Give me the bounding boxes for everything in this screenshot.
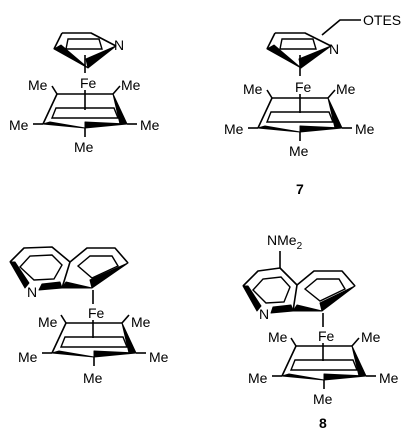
ring-fusion-bond — [292, 284, 298, 312]
iron-label: Fe — [295, 79, 312, 95]
compound-azaferrocene: N Fe Me Me Me Me Me — [9, 32, 160, 155]
six-ring-wedge-front — [270, 304, 294, 314]
methyl-label: Me — [121, 77, 141, 93]
iron-label: Fe — [318, 328, 335, 344]
methyl-bond — [351, 337, 360, 347]
methyl-label: Me — [131, 314, 151, 330]
ring-fusion-bond — [61, 261, 71, 289]
methyl-label: Me — [355, 121, 375, 137]
methyl-label: Me — [9, 117, 29, 133]
methyl-label: Me — [248, 370, 268, 386]
five-ring-wedge-left — [292, 304, 323, 312]
cp-wedge-front-left — [42, 121, 86, 129]
pyrrolyl-aromatic-circle — [65, 38, 103, 50]
methyl-label: Me — [18, 349, 38, 365]
methyl-bond — [266, 89, 273, 99]
methyl-label: Me — [361, 329, 381, 345]
cp-left-bond — [51, 322, 67, 354]
compound-number: 8 — [319, 415, 327, 431]
methyl-label: Me — [313, 391, 333, 407]
cp-left-bond — [42, 93, 58, 125]
five-ring-wedge-right — [89, 262, 129, 289]
nitrogen-label: N — [27, 284, 37, 300]
five-ring-aromatic-circle — [303, 278, 346, 302]
otes-label: OTES — [363, 12, 401, 28]
pyrrolyl-left-bond — [266, 32, 276, 50]
five-ring-aromatic-circle — [76, 255, 120, 279]
cp-wedge-front-right — [84, 121, 128, 129]
pyrrolyl-aromatic-circle — [279, 38, 317, 50]
dimethylamino-label: NMe2 — [267, 232, 303, 252]
methyl-bond — [60, 314, 67, 324]
methyl-label: Me — [140, 117, 160, 133]
five-ring-wedge-right — [319, 285, 356, 312]
methyl-label: Me — [149, 349, 169, 365]
pyrrolyl-wedge-left — [53, 44, 89, 69]
methyl-label: Me — [289, 143, 309, 159]
five-ring-back-bonds — [69, 247, 129, 264]
cp-left-bond — [281, 345, 297, 377]
six-ring-wedge-left — [9, 261, 30, 289]
methyl-bond — [112, 85, 121, 95]
methyl-label: Me — [243, 81, 263, 97]
compound-number: 7 — [296, 181, 304, 197]
compound-azaindenyl: N Fe Me Me Me Me Me — [9, 246, 169, 386]
six-ring-wedge-front — [38, 281, 63, 291]
methyl-label: Me — [379, 370, 399, 386]
cp-aromatic-circle — [59, 336, 129, 348]
methyl-label: Me — [268, 329, 288, 345]
compound-8: NMe2 N Fe Me Me Me Me Me — [242, 232, 399, 431]
nitrogen-label: N — [329, 41, 339, 57]
cp-aromatic-circle — [50, 107, 120, 119]
nitrogen-label: N — [259, 306, 269, 322]
five-ring-wedge-left — [61, 281, 93, 289]
cp-wedge-front-left — [281, 373, 325, 381]
methyl-bond — [51, 85, 58, 95]
cp-wedge-front-right — [323, 373, 367, 381]
methyl-label: Me — [28, 77, 48, 93]
cp-wedge-front-left — [257, 125, 301, 133]
methyl-bond — [121, 314, 130, 324]
methyl-bond — [327, 89, 336, 99]
nitrogen-label: N — [114, 37, 124, 53]
six-ring-wedge-left — [242, 285, 262, 312]
pyrrolyl-wedge-left — [266, 44, 302, 69]
compound-7: N OTES Fe Me Me Me Me Me 7 — [224, 12, 401, 197]
cp-aromatic-circle — [265, 111, 335, 123]
pyrrolyl-back-bond — [275, 32, 332, 47]
pyrrolyl-left-bond — [53, 32, 63, 50]
six-ring-back-bonds — [242, 267, 298, 287]
six-ring-aromatic-circle — [252, 276, 291, 304]
ch2-bond — [321, 19, 361, 36]
pyrrolyl-wedge-right — [85, 45, 117, 69]
cp-wedge-front-right — [299, 125, 343, 133]
cp-aromatic-circle — [289, 359, 359, 371]
six-ring-back-bonds — [9, 246, 71, 263]
methyl-label: Me — [74, 139, 94, 155]
iron-label: Fe — [80, 75, 97, 91]
cp-wedge-front-right — [93, 350, 137, 358]
methyl-label: Me — [38, 314, 58, 330]
methyl-label: Me — [224, 121, 244, 137]
methyl-label: Me — [336, 81, 356, 97]
cp-left-bond — [257, 97, 273, 129]
iron-label: Fe — [88, 305, 105, 321]
pyrrolyl-back-bond — [62, 32, 117, 47]
methyl-bond — [290, 337, 297, 347]
five-ring-back-bonds — [296, 270, 356, 287]
cp-wedge-front-left — [51, 350, 95, 358]
methyl-label: Me — [83, 370, 103, 386]
six-ring-aromatic-circle — [19, 254, 63, 281]
